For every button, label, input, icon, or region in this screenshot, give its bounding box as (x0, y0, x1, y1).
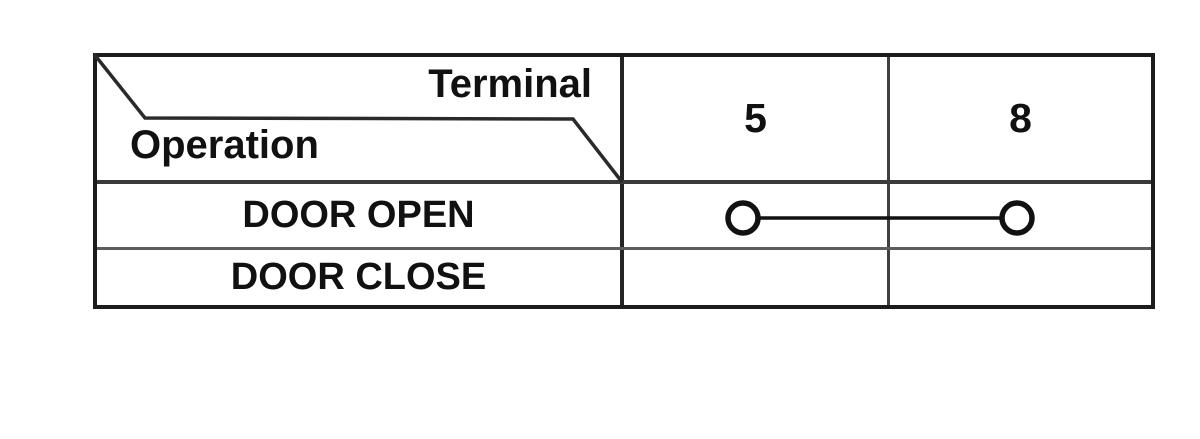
terminal-column-header-8: 8 (1009, 95, 1032, 141)
terminal-axis-label: Terminal (428, 62, 592, 106)
terminal-column-header-5: 5 (744, 95, 767, 141)
continuity-table: Terminal Operation 5 8 DOOR OPEN DOOR CL… (92, 52, 1155, 309)
operation-axis-label: Operation (130, 123, 319, 167)
diagonal-step-line-icon (92, 52, 624, 184)
row-divider-open-close (97, 247, 1151, 250)
row-label-door-close: DOOR CLOSE (230, 256, 487, 298)
diagonal-header-cell: Terminal Operation (92, 52, 624, 184)
row-label-door-open: DOOR OPEN (242, 194, 475, 236)
row-divider-header-open (97, 180, 1151, 184)
continuity-circle-left-icon (725, 200, 761, 236)
continuity-circle-right-icon (999, 200, 1035, 236)
